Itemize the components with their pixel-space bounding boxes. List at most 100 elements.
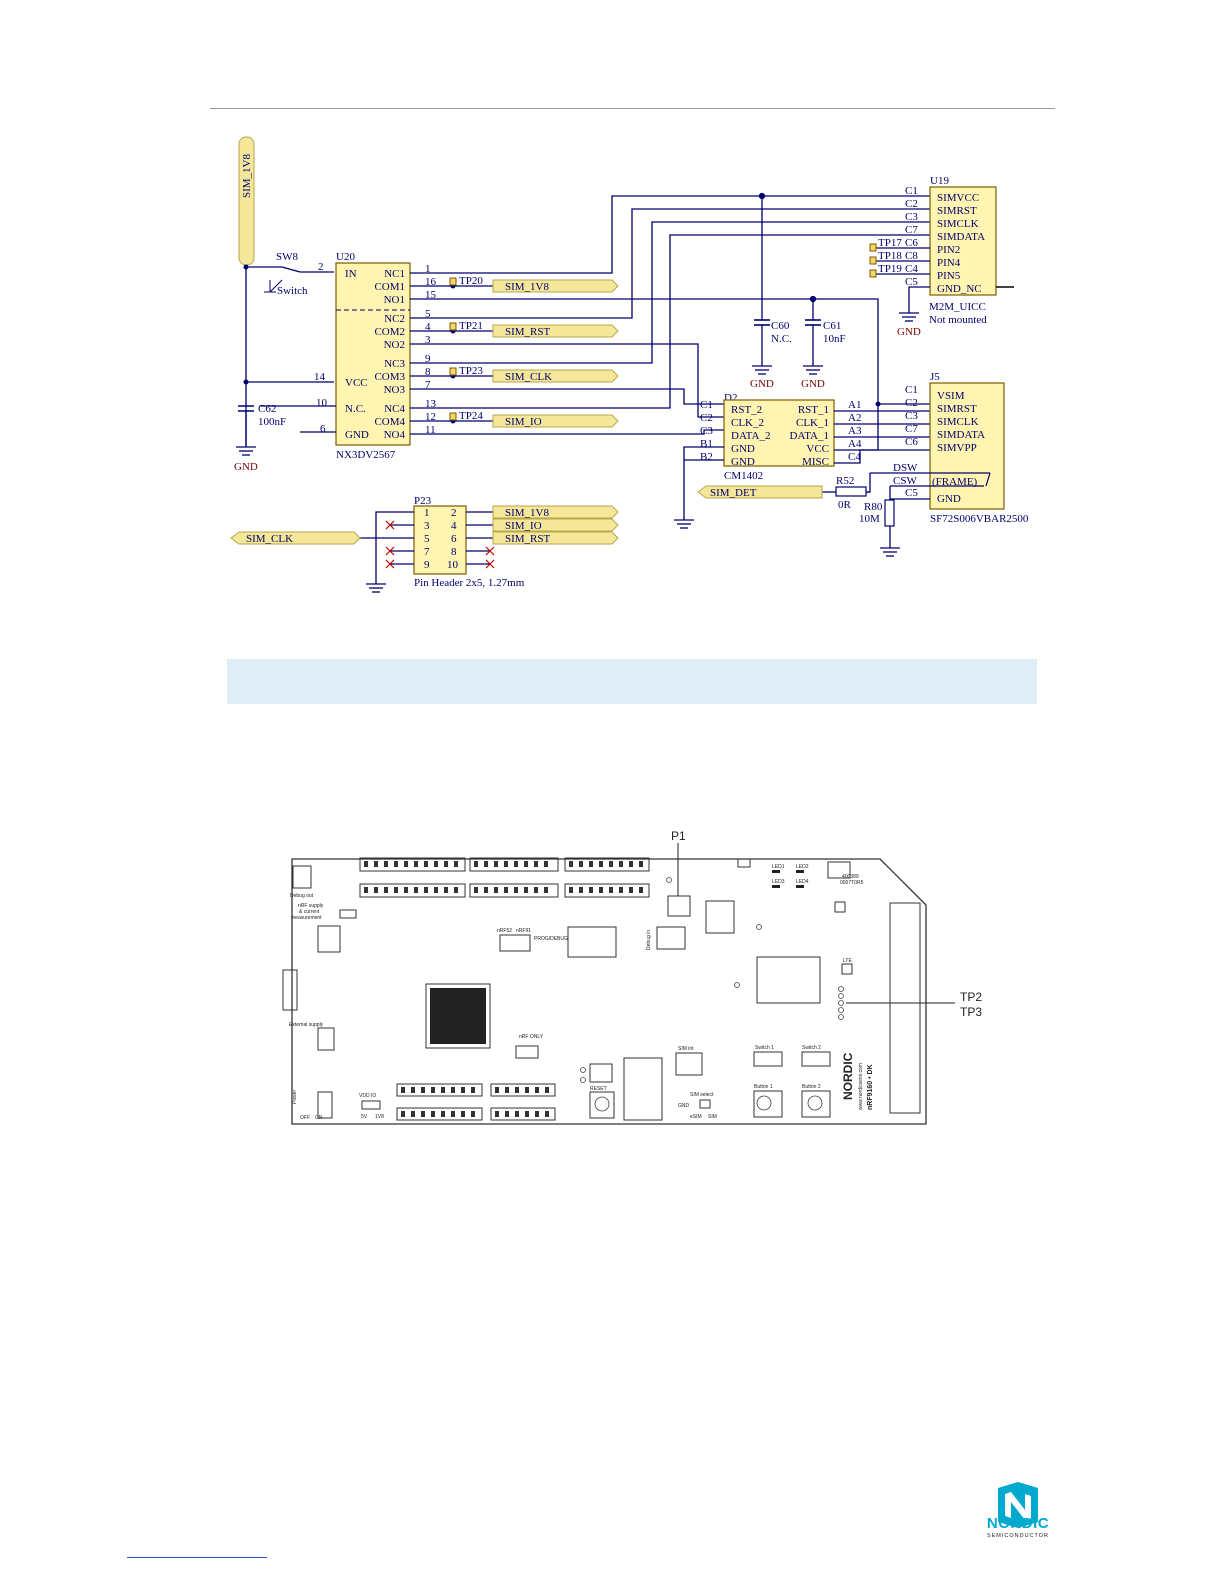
svg-text:C6: C6: [905, 237, 918, 249]
c60-value: N.C.: [771, 333, 792, 345]
svg-text:C3: C3: [700, 425, 713, 437]
svg-text:10: 10: [447, 559, 459, 571]
svg-text:NO2: NO2: [384, 339, 405, 351]
svg-text:13: 13: [425, 398, 437, 410]
svg-text:SIMVCC: SIMVCC: [937, 192, 979, 204]
board-model: nRF9160 • DK: [867, 1064, 874, 1110]
svg-text:GND: GND: [937, 493, 961, 505]
r80-resistor: [884, 499, 895, 527]
p23-header: P23 1 3 5 7 9 2 4 6 8 10 Pin Header 2x5,…: [413, 495, 525, 589]
svg-text:SIM_DET: SIM_DET: [710, 487, 757, 499]
svg-text:C2: C2: [905, 198, 918, 210]
label-external-supply: External supply: [289, 1022, 324, 1028]
svg-text:A2: A2: [848, 412, 861, 424]
svg-text:RST_1: RST_1: [798, 404, 829, 416]
svg-text:C5: C5: [905, 276, 918, 288]
svg-text:SIM_1V8: SIM_1V8: [505, 507, 550, 519]
svg-text:C7: C7: [905, 224, 918, 236]
svg-text:DATA_1: DATA_1: [790, 430, 829, 442]
svg-text:CM1402: CM1402: [724, 470, 763, 482]
svg-text:SIMCLK: SIMCLK: [937, 218, 979, 230]
svg-text:5: 5: [425, 308, 431, 320]
c61-value: 10nF: [823, 333, 846, 345]
r52-ref: R52: [836, 475, 854, 487]
svg-text:5: 5: [424, 533, 430, 545]
label-led1: LED1: [772, 864, 785, 870]
svg-text:SW8: SW8: [276, 251, 299, 263]
label-led3: LED3: [772, 879, 785, 885]
label-5v: 5V: [361, 1114, 368, 1120]
d2-ic: D2 RST_2 CLK_2 DATA_2 GND GND C1 C2 C3 B…: [700, 392, 862, 482]
svg-text:8: 8: [451, 546, 457, 558]
svg-text:M2M_UICC: M2M_UICC: [929, 301, 986, 313]
label-sim-select: SIM select: [690, 1092, 714, 1098]
label-gnd: GND: [678, 1103, 690, 1109]
label-lte: LTE: [843, 958, 852, 964]
svg-text:DSW: DSW: [893, 462, 918, 474]
sw8-switch: SW8 2 Switch: [264, 251, 334, 297]
callout-tp3: TP3: [960, 1005, 982, 1019]
label-reset: RESET: [590, 1086, 607, 1092]
svg-text:NX3DV2567: NX3DV2567: [336, 449, 396, 461]
svg-text:4: 4: [451, 520, 457, 532]
svg-text:SIMDATA: SIMDATA: [937, 429, 985, 441]
label-current: & current: [299, 909, 320, 915]
svg-text:SIM_RST: SIM_RST: [505, 533, 551, 545]
svg-text:4: 4: [425, 321, 431, 333]
svg-text:TP19: TP19: [878, 263, 902, 275]
svg-text:9: 9: [424, 559, 430, 571]
nordic-logo-name: NORDIC: [986, 1515, 1050, 1532]
led-markers: [772, 870, 804, 888]
svg-text:TP17: TP17: [878, 237, 902, 249]
svg-text:7: 7: [424, 546, 430, 558]
u19-uicc: U19 SIMVCC SIMRST SIMCLK SIMDATA PIN2 PI…: [905, 175, 1014, 326]
svg-text:SIMRST: SIMRST: [937, 205, 977, 217]
p23-wires: [360, 511, 493, 593]
svg-text:VCC: VCC: [806, 443, 829, 455]
svg-text:SF72S006VBAR2500: SF72S006VBAR2500: [930, 513, 1029, 525]
board-nordic-logo: NORDIC: [841, 1052, 855, 1100]
gnd-u19: GND: [897, 326, 921, 338]
mcu-chip: [430, 988, 486, 1044]
svg-text:GND: GND: [345, 429, 369, 441]
test-pads: [580, 877, 844, 1112]
label-switch-1: Switch 1: [755, 1045, 774, 1051]
sim-det-port: SIM_DET: [697, 485, 823, 499]
label-serial: 400389: [842, 874, 859, 880]
svg-text:8: 8: [425, 366, 431, 378]
svg-text:J5: J5: [930, 371, 940, 383]
svg-text:TP18: TP18: [878, 250, 902, 262]
label-prog-debug: PROG/DEBUG: [534, 936, 568, 942]
svg-text:IN: IN: [345, 268, 357, 280]
svg-text:NO4: NO4: [384, 429, 406, 441]
label-led4: LED4: [796, 879, 809, 885]
svg-text:12: 12: [425, 411, 436, 423]
svg-text:C1: C1: [905, 384, 918, 396]
svg-text:NC4: NC4: [384, 403, 405, 415]
svg-text:C7: C7: [905, 423, 918, 435]
label-nrf-only: nRF ONLY: [519, 1034, 544, 1040]
svg-text:C5: C5: [905, 487, 918, 499]
svg-text:PIN4: PIN4: [937, 257, 961, 269]
svg-text:(FRAME): (FRAME): [932, 476, 978, 488]
svg-text:10: 10: [316, 397, 328, 409]
j5-vsim-node: [875, 401, 881, 407]
svg-text:A4: A4: [848, 438, 862, 450]
svg-text:SIM_RST: SIM_RST: [505, 326, 551, 338]
label-measurement: measurement: [291, 915, 322, 921]
board-illustration: Debug out nRF supply & current measureme…: [282, 829, 982, 1125]
label-debug-out: Debug out: [290, 893, 314, 899]
r52-value: 0R: [838, 499, 852, 511]
svg-text:SIMVPP: SIMVPP: [937, 442, 977, 454]
r80-ref: R80: [864, 501, 883, 513]
svg-text:DATA_2: DATA_2: [731, 430, 770, 442]
svg-text:3: 3: [424, 520, 430, 532]
gnd-c61: GND: [801, 378, 825, 390]
board-website: www.nordicsemi.com: [858, 1063, 864, 1110]
svg-text:CLK_1: CLK_1: [796, 417, 829, 429]
gnd-c60: GND: [750, 378, 774, 390]
c60-ref: C60: [771, 320, 790, 332]
label-esim: eSIM: [690, 1114, 702, 1120]
svg-text:7: 7: [425, 379, 431, 391]
d2-wires: [674, 404, 930, 529]
